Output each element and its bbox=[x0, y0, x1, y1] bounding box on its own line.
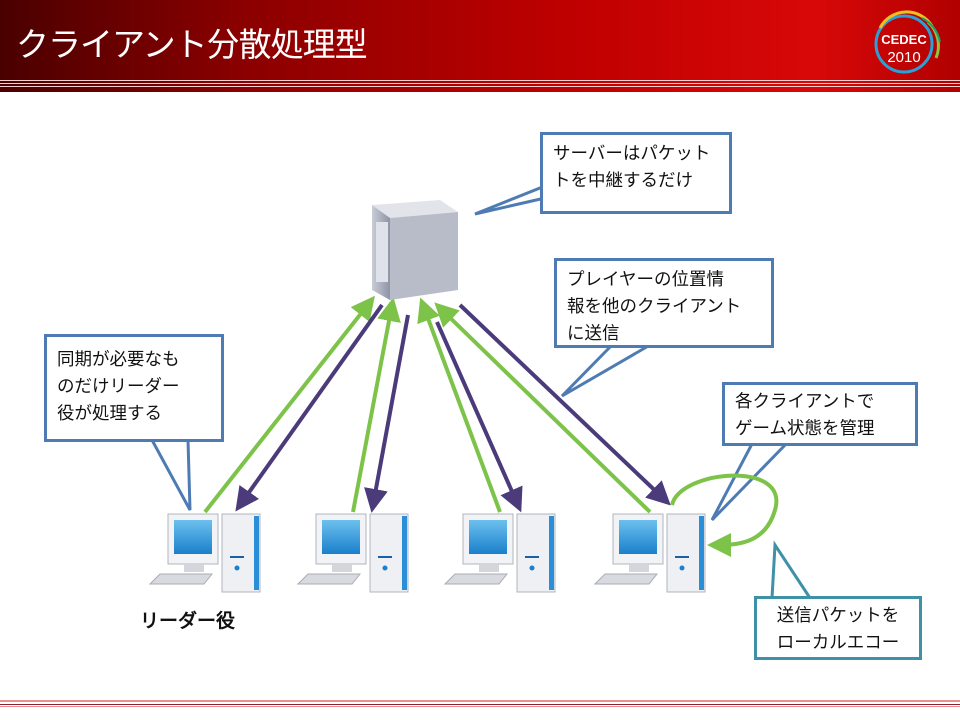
callout-line: プレイヤーの位置情 bbox=[567, 270, 724, 290]
callout-server: サーバーはパケット トを中継するだけ bbox=[540, 132, 732, 214]
server-callout-tail bbox=[474, 184, 546, 216]
local-echo-loop bbox=[670, 473, 779, 557]
cedec-logo: CEDEC 2010 bbox=[874, 10, 941, 74]
callout-state: 各クライアントで ゲーム状態を管理 bbox=[722, 382, 918, 446]
callout-line: トを中継するだけ bbox=[553, 171, 693, 191]
callout-line: サーバーはパケット bbox=[553, 144, 711, 164]
arrow-client3-down bbox=[435, 321, 523, 513]
arrow-client3-up bbox=[417, 297, 502, 513]
logo-name: CEDEC bbox=[881, 32, 927, 47]
callout-line: ローカルエコー bbox=[776, 633, 900, 653]
header-rule bbox=[0, 83, 960, 84]
server-icon bbox=[372, 200, 458, 300]
arrow-client2-down bbox=[364, 314, 410, 513]
client-pc-icon bbox=[593, 513, 706, 593]
footer-rule bbox=[0, 706, 960, 707]
callout-line: のだけリーダー bbox=[57, 377, 180, 397]
arrow-client4-down bbox=[458, 303, 671, 506]
callout-echo: 送信パケットを ローカルエコー bbox=[754, 596, 922, 660]
slide-header: クライアント分散処理型 CEDEC 2010 bbox=[0, 0, 960, 92]
callout-line: に送信 bbox=[567, 324, 620, 344]
leader-label: リーダー役 bbox=[140, 610, 236, 632]
slide-title: クライアント分散処理型 bbox=[16, 25, 368, 64]
callout-line: 報を他のクライアント bbox=[567, 297, 742, 317]
callout-line: 同期が必要なも bbox=[57, 350, 180, 370]
footer-rule bbox=[0, 700, 960, 702]
state-callout-tail bbox=[710, 440, 790, 522]
footer-rule bbox=[0, 704, 960, 705]
callout-leader: 同期が必要なも のだけリーダー 役が処理する bbox=[44, 334, 224, 442]
callout-broadcast: プレイヤーの位置情 報を他のクライアント に送信 bbox=[554, 258, 774, 348]
logo-year: 2010 bbox=[887, 49, 920, 66]
echo-callout-tail bbox=[770, 540, 812, 599]
client-pc-icon bbox=[443, 513, 556, 593]
arrow-client1-down bbox=[235, 303, 384, 512]
header-rule bbox=[0, 80, 960, 81]
leader-callout-tail bbox=[150, 439, 192, 511]
header-rule bbox=[0, 86, 960, 87]
arrow-client1-up bbox=[203, 295, 375, 514]
callout-line: 役が処理する bbox=[57, 404, 162, 424]
callout-line: 送信パケットを bbox=[776, 606, 900, 626]
callout-line: 各クライアントで bbox=[735, 392, 875, 412]
callout-line: ゲーム状態を管理 bbox=[735, 419, 875, 439]
client-pc-icon bbox=[148, 513, 261, 593]
client-pc-icon bbox=[296, 513, 409, 593]
broadcast-callout-tail bbox=[560, 343, 651, 398]
arrow-client2-up bbox=[351, 297, 401, 513]
arrow-client4-up bbox=[434, 302, 652, 514]
